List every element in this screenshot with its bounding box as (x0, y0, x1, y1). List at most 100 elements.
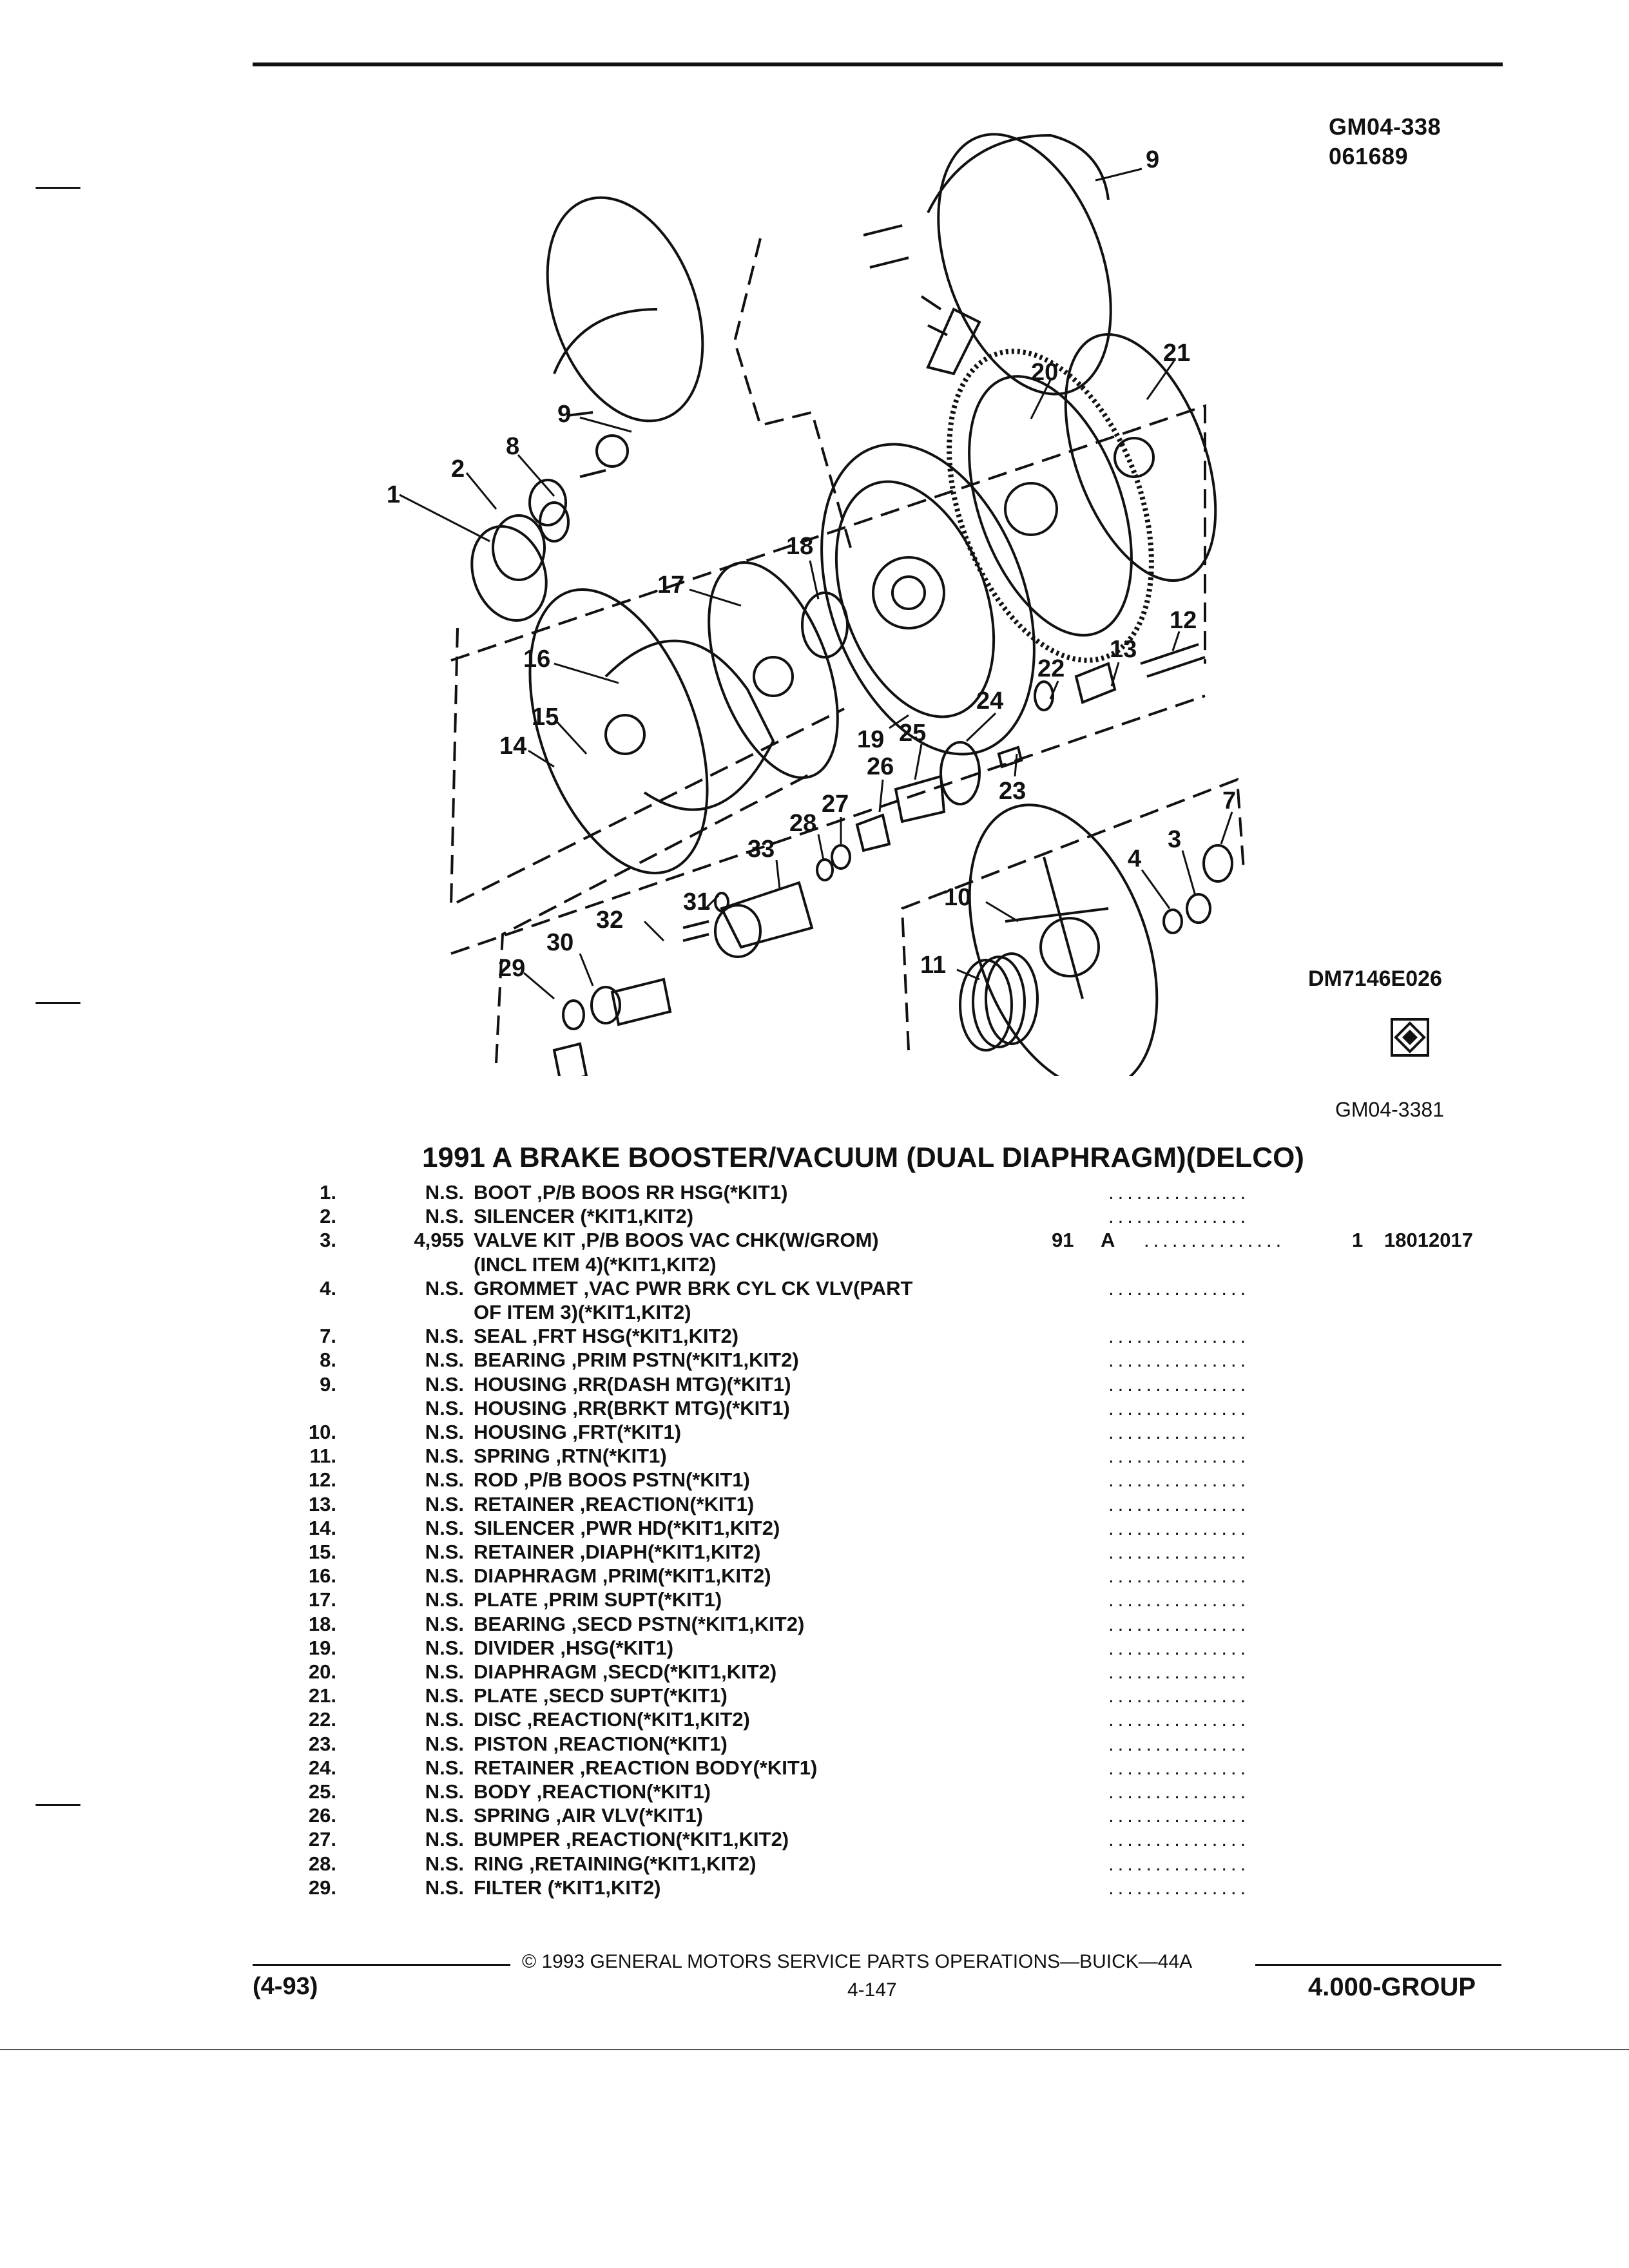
part-quantity: N.S. (425, 1708, 464, 1731)
part-count: 1 (1352, 1229, 1364, 1252)
leader-dots: ............... (1108, 1852, 1250, 1875)
part-description: VALVE KIT ,P/B BOOS VAC CHK(W/GROM) (474, 1229, 879, 1252)
exploded-parts-diagram: 9 9 8 2 1 21 20 18 17 16 15 14 19 13 12 … (387, 133, 1245, 1076)
part-description: BEARING ,PRIM PSTN(*KIT1,KIT2) (474, 1349, 799, 1372)
part-row: 29.N.S.FILTER (*KIT1,KIT2)..............… (0, 1876, 1629, 1901)
part-row: 27.N.S.BUMPER ,REACTION(*KIT1,KIT2).....… (0, 1828, 1629, 1852)
callout: 2 (451, 456, 465, 483)
front-housing (968, 803, 1159, 1076)
part-quantity: N.S. (425, 1492, 464, 1515)
margin-mark (35, 187, 81, 189)
part-description: BUMPER ,REACTION(*KIT1,KIT2) (474, 1828, 789, 1851)
part-description: SPRING ,RTN(*KIT1) (474, 1445, 667, 1468)
part-number: 12. (308, 1468, 336, 1492)
part-quantity: N.S. (425, 1780, 464, 1803)
part-quantity: N.S. (425, 1852, 464, 1875)
part-row: N.S.HOUSING ,RR(BRKT MTG)(*KIT1)........… (0, 1397, 1629, 1421)
part-quantity: N.S. (425, 1445, 464, 1468)
secondary-support-plate (1064, 332, 1217, 582)
callout: 25 (899, 720, 926, 747)
part-number: 9. (320, 1372, 336, 1396)
part-row: 17.N.S.PLATE ,PRIM SUPT(*KIT1)..........… (0, 1588, 1629, 1613)
part-row: 9. N.S. HOUSING ,RR(DASH MTG)(*KIT1)......… (0, 1373, 1629, 1398)
part-description: HOUSING ,RR(DASH MTG)(*KIT1) (474, 1372, 791, 1396)
part-description: GROMMET ,VAC PWR BRK CYL CK VLV(PART (474, 1276, 913, 1300)
part-description: SILENCER (*KIT1,KIT2) (474, 1205, 694, 1228)
rear-housing-dash-mount (863, 133, 1112, 396)
leader-dots: ............... (1108, 1516, 1250, 1539)
figure-code: GM04-3381 (1335, 1098, 1444, 1121)
callout: 22 (1037, 655, 1065, 682)
part-number: 4. (320, 1276, 336, 1300)
callout: 16 (523, 646, 550, 673)
secondary-bearing (801, 591, 849, 658)
part-description: HOUSING ,RR(BRKT MTG)(*KIT1) (474, 1396, 790, 1419)
callout: 30 (546, 929, 574, 956)
part-row: 11.N.S.SPRING ,RTN(*KIT1)............... (0, 1445, 1629, 1469)
leader-dots: ............... (1108, 1372, 1250, 1396)
copyright: © 1993 GENERAL MOTORS SERVICE PARTS OPER… (522, 1951, 1193, 1972)
revision-date: (4-93) (253, 1973, 318, 2000)
part-number: 16. (308, 1564, 336, 1588)
part-description: SEAL ,FRT HSG(*KIT1,KIT2) (474, 1325, 739, 1348)
callout: 31 (683, 889, 710, 916)
part-number: 26. (308, 1804, 336, 1827)
callout: 32 (596, 907, 623, 934)
part-description: RETAINER ,REACTION BODY(*KIT1) (474, 1756, 818, 1779)
part-model: A (1101, 1229, 1115, 1252)
part-year: 91 (1052, 1229, 1074, 1252)
part-row: 13.N.S.RETAINER ,REACTION(*KIT1)........… (0, 1493, 1629, 1517)
part-description: DIAPHRAGM ,PRIM(*KIT1,KIT2) (474, 1564, 771, 1588)
header-code-1: GM04-338 (1329, 113, 1441, 140)
leader-dots: ............... (1108, 1588, 1250, 1611)
bottom-rule (0, 2049, 1629, 2050)
callout: 7 (1222, 787, 1236, 814)
part-quantity: N.S. (425, 1276, 464, 1300)
part-number: 19. (308, 1636, 336, 1659)
return-spring (959, 952, 1039, 1052)
part-number: 17. (308, 1588, 336, 1611)
reaction-parts (552, 643, 1206, 1076)
part-description: PISTON ,REACTION(*KIT1) (474, 1732, 728, 1755)
leader-dots: ............... (1108, 1876, 1250, 1899)
part-description: DIAPHRAGM ,SECD(*KIT1,KIT2) (474, 1660, 777, 1683)
leader-dots: ............... (1108, 1828, 1250, 1851)
part-number: 29. (308, 1876, 336, 1899)
primary-support-plate (708, 561, 839, 779)
part-quantity: N.S. (425, 1516, 464, 1539)
art-code: DM7146E026 (1308, 966, 1442, 991)
leader-dots: ............... (1108, 1181, 1250, 1204)
leader-dots: ............... (1108, 1541, 1250, 1563)
part-row: 23.N.S.PISTON ,REACTION(*KIT1)..........… (0, 1733, 1629, 1757)
part-quantity: 4,955 (414, 1229, 464, 1252)
part-number: 20. (308, 1660, 336, 1683)
part-quantity: N.S. (425, 1564, 464, 1588)
part-row: 22.N.S.DISC ,REACTION(*KIT1,KIT2).......… (0, 1708, 1629, 1733)
part-description-continued: (INCL ITEM 4)(*KIT1,KIT2) (474, 1253, 717, 1276)
part-quantity: N.S. (425, 1372, 464, 1396)
margin-mark (35, 1002, 81, 1004)
part-number: 10. (308, 1421, 336, 1443)
callout: 8 (506, 433, 519, 460)
part-number: 15. (308, 1541, 336, 1563)
part-description-continued: OF ITEM 3)(*KIT1,KIT2) (474, 1301, 691, 1323)
part-number: 7. (320, 1325, 336, 1348)
part-quantity: N.S. (425, 1325, 464, 1348)
part-quantity: N.S. (425, 1732, 464, 1755)
margin-mark (35, 1804, 81, 1806)
leader-dots: ............... (1108, 1205, 1250, 1228)
part-quantity: N.S. (425, 1636, 464, 1659)
part-description: BODY ,REACTION(*KIT1) (474, 1780, 711, 1803)
housing-divider (820, 443, 1036, 756)
callout: 13 (1110, 636, 1137, 663)
part-quantity: N.S. (425, 1396, 464, 1419)
part-description: SPRING ,AIR VLV(*KIT1) (474, 1804, 703, 1827)
part-quantity: N.S. (425, 1756, 464, 1779)
part-number: 24. (308, 1756, 336, 1779)
part-row: 25.N.S.BODY ,REACTION(*KIT1)............… (0, 1780, 1629, 1805)
leader-dots: ............... (1108, 1708, 1250, 1731)
callout: 17 (657, 572, 684, 599)
part-quantity: N.S. (425, 1876, 464, 1899)
callout: 28 (789, 810, 816, 837)
